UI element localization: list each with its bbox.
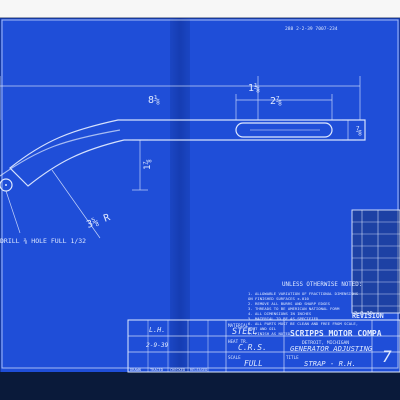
heat-treat-label: HEAT TR. bbox=[228, 339, 248, 344]
top-dimensions bbox=[0, 76, 361, 120]
dimension-length-3: 2⅞ bbox=[270, 95, 282, 107]
row-label-released: RELEASED bbox=[190, 368, 207, 372]
slot-height-dimension bbox=[342, 119, 356, 141]
hole-note: DRILL ⅜ HOLE FULL 1/32 bbox=[0, 236, 86, 245]
note-line: 6. ALL PARTS MUST BE CLEAN AND FREE FROM… bbox=[248, 321, 358, 326]
drawing-number: 7 bbox=[382, 347, 392, 366]
row-label-checked: CHECKED bbox=[170, 368, 185, 372]
note-line: 5. MATERIAL TO BE AS SPECIFIED bbox=[248, 316, 319, 321]
drawn-initials: L.H. bbox=[149, 326, 165, 334]
note-line: 4. ALL DIMENSIONS IN INCHES bbox=[248, 311, 312, 316]
note-line: 3. THREADS TO BE AMERICAN NATIONAL FORM bbox=[248, 306, 340, 311]
bottom-strip bbox=[0, 372, 400, 400]
note-line: RUST AND OIL bbox=[248, 326, 277, 331]
note-line: ON FINISHED SURFACES ±.010 bbox=[248, 296, 310, 301]
part-outline bbox=[0, 119, 366, 187]
heat-treat-value: C.R.S. bbox=[238, 343, 267, 352]
revision-label: REVISION bbox=[352, 312, 384, 320]
hole-center bbox=[5, 184, 7, 186]
blueprint-sheet bbox=[0, 18, 400, 374]
dimension-overall: 8⅛ bbox=[148, 94, 160, 106]
bend-vertical-dimension bbox=[132, 139, 148, 191]
note-line: 7. FINISH AS NOTED bbox=[248, 331, 291, 336]
notes-list: 1. ALLOWABLE VARIATION OF FRACTIONAL DIM… bbox=[248, 291, 359, 336]
title-label: TITLE bbox=[286, 355, 299, 360]
hole-note-leader bbox=[5, 190, 21, 234]
radius-leader bbox=[51, 169, 101, 239]
notes-title: UNLESS OTHERWISE NOTED: bbox=[282, 282, 362, 288]
title-block bbox=[127, 319, 400, 373]
revision-date: 2-9-39 bbox=[354, 311, 373, 317]
material-value: STEEL bbox=[232, 327, 258, 337]
fold-shadow bbox=[170, 18, 190, 374]
header-stamp: 288 2-2-39 7007-234 bbox=[285, 26, 338, 32]
dimension-length-2: 1⅛ bbox=[248, 82, 260, 94]
scale-label: SCALE bbox=[228, 355, 241, 360]
material-label: MATERIAL bbox=[228, 323, 249, 328]
company-name: SCRIPPS MOTOR COMPA bbox=[290, 329, 382, 338]
slot bbox=[235, 122, 333, 138]
dimension-vertical: 1⅞ bbox=[143, 159, 153, 170]
drawn-date: 2-9-39 bbox=[146, 342, 169, 349]
dimension-slot-height: ⅞ bbox=[356, 125, 362, 137]
revision-grid bbox=[351, 209, 400, 314]
drawing-title-line2: STRAP - R.H. bbox=[304, 359, 356, 368]
row-label-drawn: DRAWN bbox=[130, 368, 141, 372]
company-city: DETROIT, MICHIGAN bbox=[302, 340, 349, 346]
drawing-border bbox=[1, 19, 399, 369]
drawing-title-line1: GENERATOR ADJUSTING bbox=[290, 344, 373, 353]
note-line: 2. REMOVE ALL BURRS AND SHARP EDGES bbox=[248, 301, 331, 306]
note-line: 1. ALLOWABLE VARIATION OF FRACTIONAL DIM… bbox=[248, 291, 359, 296]
scale-value: FULL bbox=[244, 359, 263, 368]
row-label-traced: TRACED bbox=[150, 368, 163, 372]
